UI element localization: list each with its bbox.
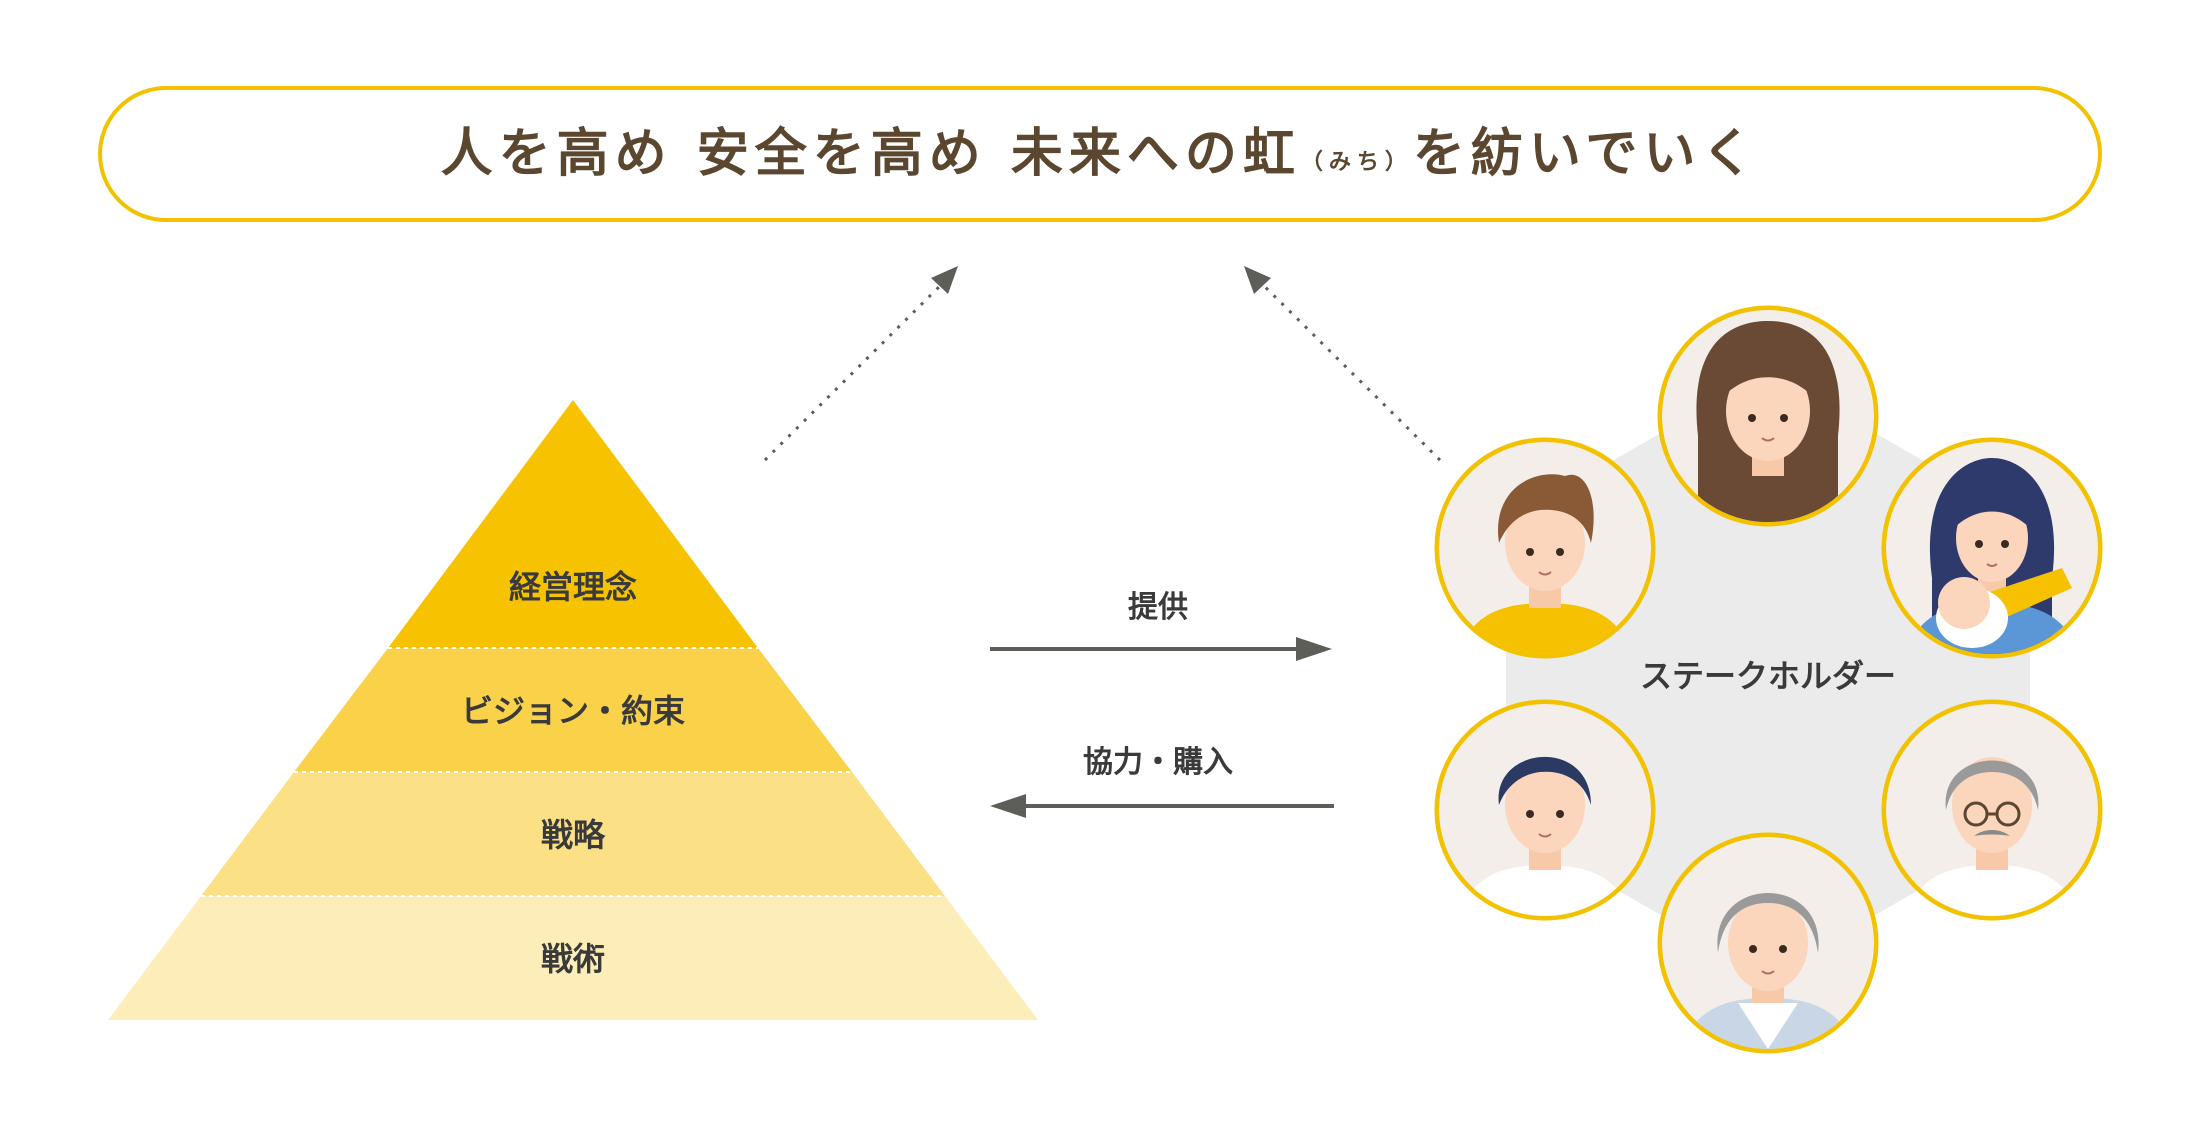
banner-ruby: （みち） xyxy=(1301,150,1413,175)
banner-part2: を紡いでいく xyxy=(1413,124,1759,184)
banner-part1: 人を高め 安全を高め 未来への虹 xyxy=(441,124,1301,184)
arrowhead-provide-icon xyxy=(1296,637,1332,661)
pyramid-label-philosophy: 経営理念 xyxy=(509,568,637,606)
pyramid-label-strategy: 戦略 xyxy=(541,816,606,854)
avatar-man-navy-icon xyxy=(1434,699,1656,921)
pyramid: 経営理念 ビジョン・約束 戦略 戦術 xyxy=(108,400,1038,1020)
avatar-mother-baby-icon xyxy=(1881,437,2103,659)
stakeholder-label: ステークホルダー xyxy=(1640,657,1896,695)
arrowhead-right-icon xyxy=(1244,266,1271,294)
avatar-senior-woman-icon xyxy=(1657,832,1879,1054)
arrowhead-left-icon xyxy=(931,266,958,294)
flow-label-provide: 提供 xyxy=(1128,590,1188,625)
pyramid-label-tactics: 戦術 xyxy=(541,940,605,978)
avatar-young-man-icon xyxy=(1434,437,1656,659)
banner-frame xyxy=(98,86,2102,222)
avatar-senior-man-icon xyxy=(1881,699,2103,921)
banner: 人を高め 安全を高め 未来への虹（みち）を紡いでいく xyxy=(98,86,2102,222)
dotted-arrow-right xyxy=(1244,266,1442,462)
pyramid-label-vision: ビジョン・約束 xyxy=(461,692,685,730)
banner-text: 人を高め 安全を高め 未来への虹（みち）を紡いでいく xyxy=(441,124,1760,184)
flow-label-cooperate: 協力・購入 xyxy=(1083,745,1233,780)
arrowhead-cooperate-icon xyxy=(990,794,1026,818)
dotted-arrow-left xyxy=(763,266,960,462)
pyramid-level-4 xyxy=(108,896,1038,1020)
pyramid-level-3 xyxy=(201,772,945,896)
pyramid-level-1 xyxy=(388,400,758,648)
pyramid-level-2 xyxy=(294,648,852,772)
avatar-woman-icon xyxy=(1657,305,1879,527)
